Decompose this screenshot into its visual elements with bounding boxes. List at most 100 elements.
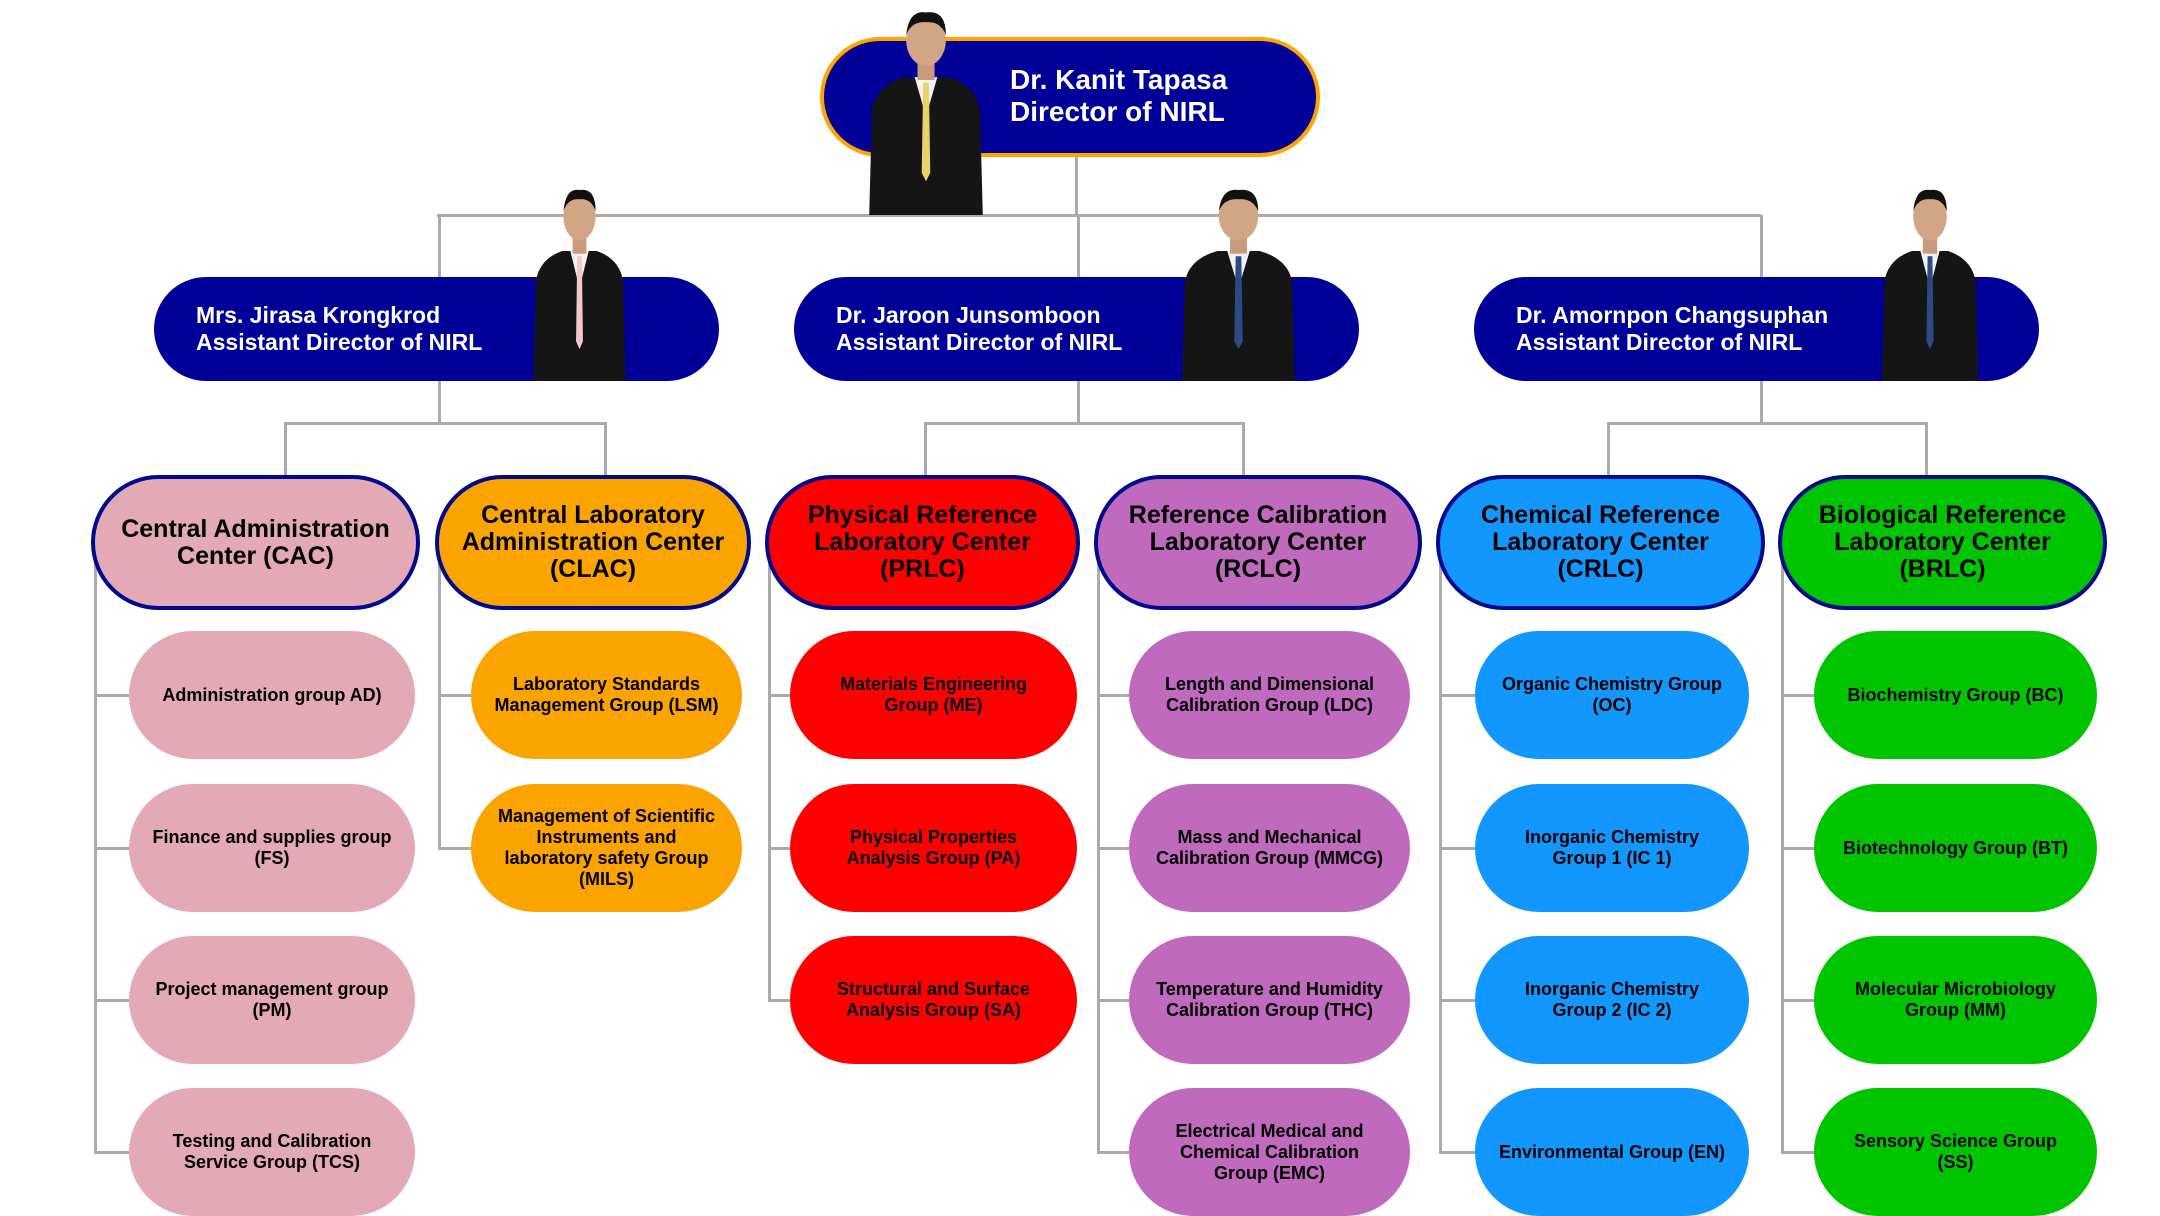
- connector: [1097, 694, 1132, 697]
- connector: [438, 694, 474, 697]
- director-name: Dr. Kanit Tapasa: [1010, 64, 1228, 95]
- group-label: Organic Chemistry Group (OC): [1501, 674, 1723, 715]
- group-label: Mass and Mechanical Calibration Group (M…: [1156, 827, 1383, 868]
- connector: [438, 381, 441, 424]
- connector: [1781, 560, 1784, 1154]
- center-box: Central Administration Center (CAC): [91, 475, 420, 610]
- group-box: Organic Chemistry Group (OC): [1475, 631, 1749, 759]
- group-label: Temperature and Humidity Calibration Gro…: [1156, 979, 1383, 1020]
- group-label: Structural and Surface Analysis Group (S…: [836, 979, 1031, 1020]
- group-label: Management of Scientific Instruments and…: [497, 806, 716, 889]
- center-title: Chemical Reference Laboratory Center (CR…: [1480, 501, 1720, 583]
- center-box: Biological Reference Laboratory Center (…: [1778, 475, 2107, 610]
- assistant-photo: [522, 182, 637, 386]
- connector: [438, 560, 441, 850]
- assistant-name: Dr. Amornpon Changsuphan: [1516, 302, 1829, 328]
- director-label: Dr. Kanit Tapasa Director of NIRL: [1010, 64, 1227, 128]
- group-label: Sensory Science Group (SS): [1853, 1131, 2058, 1172]
- group-box: Molecular Microbiology Group (MM): [1814, 936, 2097, 1064]
- connector: [768, 999, 793, 1002]
- connector: [1760, 381, 1763, 424]
- group-box: Inorganic Chemistry Group 2 (IC 2): [1475, 936, 1749, 1064]
- group-label: Molecular Microbiology Group (MM): [1854, 979, 2057, 1020]
- group-label: Length and Dimensional Calibration Group…: [1164, 674, 1374, 715]
- group-box: Electrical Medical and Chemical Calibrat…: [1129, 1088, 1410, 1216]
- connector: [94, 999, 132, 1002]
- group-label: Inorganic Chemistry Group 2 (IC 2): [1524, 979, 1700, 1020]
- group-label: Administration group AD): [162, 684, 382, 705]
- group-box: Mass and Mechanical Calibration Group (M…: [1129, 784, 1410, 912]
- assistant-photo: [1870, 182, 1990, 386]
- center-title: Central Laboratory Administration Center…: [461, 501, 725, 583]
- group-label: Physical Properties Analysis Group (PA): [846, 827, 1021, 868]
- group-box: Management of Scientific Instruments and…: [471, 784, 742, 912]
- connector: [94, 694, 132, 697]
- assistant-name: Mrs. Jirasa Krongkrod: [196, 302, 441, 328]
- connector: [1607, 422, 1928, 425]
- connector: [924, 422, 1245, 425]
- connector: [1781, 694, 1817, 697]
- connector: [1607, 422, 1610, 477]
- connector: [1097, 999, 1132, 1002]
- group-box: Physical Properties Analysis Group (PA): [790, 784, 1077, 912]
- group-box: Materials Engineering Group (ME): [790, 631, 1077, 759]
- center-title: Reference Calibration Laboratory Center …: [1128, 501, 1388, 583]
- group-label: Laboratory Standards Management Group (L…: [494, 674, 719, 715]
- assistant-title: Assistant Director of NIRL: [836, 329, 1123, 355]
- group-box: Temperature and Humidity Calibration Gro…: [1129, 936, 1410, 1064]
- group-label: Finance and supplies group (FS): [152, 827, 392, 868]
- connector: [1781, 1151, 1817, 1154]
- group-box: Finance and supplies group (FS): [129, 784, 415, 912]
- center-box: Reference Calibration Laboratory Center …: [1094, 475, 1422, 610]
- connector: [604, 422, 607, 477]
- director-title: Director of NIRL: [1010, 96, 1225, 127]
- center-box: Physical Reference Laboratory Center (PR…: [765, 475, 1080, 610]
- center-box: Central Laboratory Administration Center…: [435, 475, 751, 610]
- connector: [94, 847, 132, 850]
- group-box: Testing and Calibration Service Group (T…: [129, 1088, 415, 1216]
- connector: [284, 422, 607, 425]
- connector: [437, 214, 1761, 217]
- group-box: Administration group AD): [129, 631, 415, 759]
- group-label: Testing and Calibration Service Group (T…: [172, 1131, 372, 1172]
- connector: [1781, 999, 1817, 1002]
- center-title: Biological Reference Laboratory Center (…: [1818, 501, 2067, 583]
- connector: [438, 215, 441, 277]
- group-label: Project management group (PM): [155, 979, 389, 1020]
- connector: [438, 847, 474, 850]
- connector: [1439, 999, 1478, 1002]
- connector: [768, 847, 793, 850]
- connector: [1097, 1151, 1132, 1154]
- group-label: Electrical Medical and Chemical Calibrat…: [1175, 1120, 1364, 1183]
- connector: [924, 422, 927, 477]
- connector: [94, 560, 97, 1154]
- connector: [1760, 215, 1763, 277]
- center-title: Central Administration Center (CAC): [121, 514, 390, 570]
- connector: [1077, 215, 1080, 277]
- connector: [1077, 381, 1080, 424]
- group-label: Inorganic Chemistry Group 1 (IC 1): [1524, 827, 1700, 868]
- connector: [768, 694, 793, 697]
- connector: [768, 560, 771, 1002]
- group-box: Biotechnology Group (BT): [1814, 784, 2097, 912]
- connector: [1097, 560, 1100, 1154]
- group-box: Laboratory Standards Management Group (L…: [471, 631, 742, 759]
- assistant-title: Assistant Director of NIRL: [1516, 329, 1803, 355]
- group-box: Length and Dimensional Calibration Group…: [1129, 631, 1410, 759]
- group-box: Inorganic Chemistry Group 1 (IC 1): [1475, 784, 1749, 912]
- connector: [1439, 1151, 1478, 1154]
- connector: [284, 422, 287, 477]
- group-box: Biochemistry Group (BC): [1814, 631, 2097, 759]
- assistant-title: Assistant Director of NIRL: [196, 329, 483, 355]
- connector: [1439, 847, 1478, 850]
- connector: [1075, 157, 1078, 217]
- group-label: Environmental Group (EN): [1498, 1141, 1725, 1162]
- assistant-name: Dr. Jaroon Junsomboon: [836, 302, 1101, 328]
- center-title: Physical Reference Laboratory Center (PR…: [807, 501, 1038, 583]
- connector: [1097, 847, 1132, 850]
- group-box: Sensory Science Group (SS): [1814, 1088, 2097, 1216]
- group-box: Project management group (PM): [129, 936, 415, 1064]
